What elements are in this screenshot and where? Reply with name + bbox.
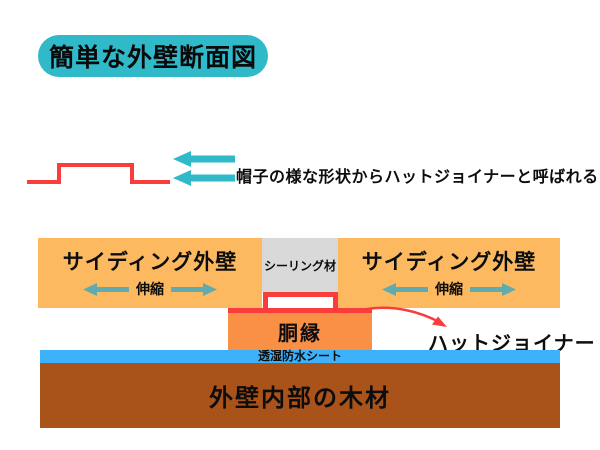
siding-left-label: サイディング外壁 (62, 251, 238, 274)
sealing-label: シーリング材 (263, 258, 336, 273)
expand-left-arrow-icon (83, 282, 129, 296)
expand-right-arrow-icon (171, 282, 217, 296)
expansion-label: 伸縮 (136, 281, 164, 297)
expansion-row: 伸縮 (382, 279, 516, 299)
wood-label: 外壁内部の木材 (209, 385, 391, 412)
siding-block-left: サイディング外壁 伸縮 (38, 238, 262, 308)
waterproof-sheet-block: 透湿防水シート (40, 350, 560, 363)
hat-shape-note: 帽子の様な形状からハットジョイナーと呼ばれる (236, 169, 599, 186)
hat-joiner-label: ハットジョイナー (428, 333, 596, 355)
expand-right-arrow-icon (470, 282, 516, 296)
furring-label: 胴縁 (278, 323, 322, 345)
pointer-arrow-icon (366, 306, 447, 327)
expansion-label: 伸縮 (435, 281, 463, 297)
expand-left-arrow-icon (382, 282, 428, 296)
left-arrow-icon (173, 151, 235, 167)
expansion-row: 伸縮 (83, 279, 217, 299)
siding-block-right: サイディング外壁 伸縮 (338, 238, 560, 308)
page-title-text: 簡単な外壁断面図 (48, 44, 257, 72)
furring-strip-block: 胴縁 (228, 313, 372, 350)
sealing-material-block: シーリング材 (262, 238, 338, 292)
interior-wood-block: 外壁内部の木材 (40, 363, 560, 428)
sheet-label: 透湿防水シート (257, 349, 342, 363)
page-title: 簡単な外壁断面図 (38, 35, 268, 77)
siding-right-label: サイディング外壁 (361, 251, 537, 274)
hat-joiner-channel (263, 292, 338, 313)
hat-profile-icon (27, 163, 170, 184)
left-arrow-icon (173, 170, 235, 186)
